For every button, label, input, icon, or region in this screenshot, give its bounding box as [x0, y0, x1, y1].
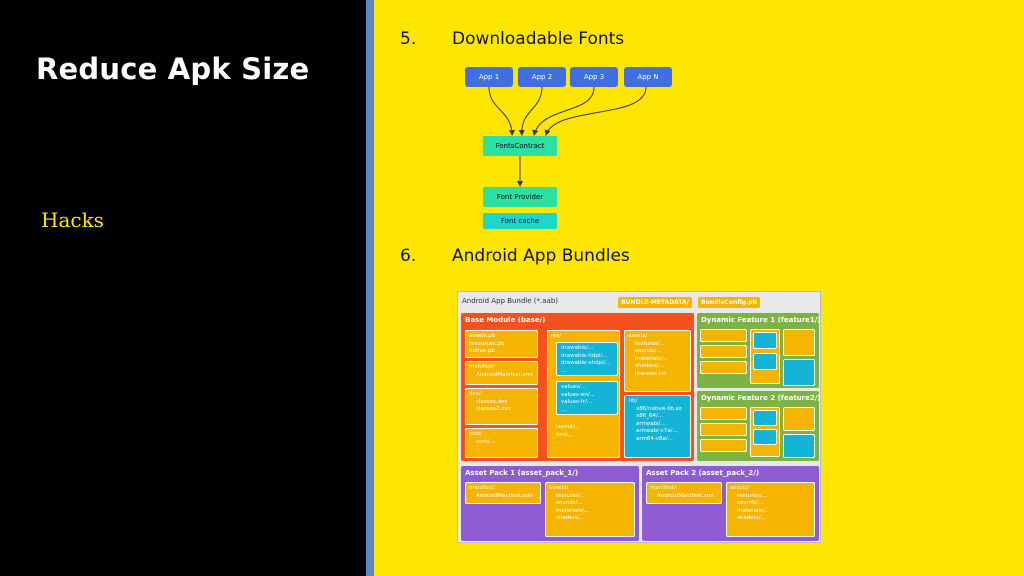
feature-1-box — [783, 329, 815, 356]
base-module-title: Base Module (base/) — [465, 316, 546, 324]
font-cache-box: Font cache — [483, 213, 557, 229]
feature-2-box — [700, 407, 747, 420]
base-manifest: manifest/ AndroidManifest.xml — [465, 361, 538, 385]
base-root: root/ com/... ... — [465, 428, 538, 458]
res-drawables: drawable/... drawable-hdpi/... drawable-… — [556, 342, 618, 376]
feature-1-title: Dynamic Feature 1 (feature1/) — [701, 316, 821, 324]
app-box-n: App N — [624, 67, 672, 87]
bundle-config-tag: BundleConfig.pb — [698, 297, 760, 308]
feature-1-cyan-box — [753, 353, 777, 370]
list-number: 5. — [400, 29, 417, 49]
feature-2-box — [700, 439, 747, 452]
list-label: Downloadable Fonts — [452, 29, 625, 49]
divider-bar — [366, 0, 374, 576]
feature-2-box — [783, 407, 815, 431]
base-dex: dex/ classes.dex classes2.dex — [465, 388, 538, 425]
feature-1-box — [700, 345, 747, 358]
asset-pack-2-title: Asset Pack 2 (asset_pack_2/) — [646, 469, 760, 477]
feature-2-cyan-box — [753, 410, 777, 426]
list-label: Android App Bundles — [452, 246, 630, 266]
app-box-3: App 3 — [570, 67, 618, 87]
base-assets: assets/ textures/... sounds/... material… — [624, 330, 691, 392]
asset-pack-2-manifest: manifest/ AndroidManifest.xml — [646, 482, 722, 504]
base-pb-files: assets.pb resources.pb native.pb — [465, 330, 538, 358]
list-number: 6. — [400, 246, 417, 266]
feature-2-title: Dynamic Feature 2 (feature2/) — [701, 394, 821, 402]
fonts-diagram-arrows — [488, 86, 647, 187]
slide-title: Reduce Apk Size — [36, 52, 310, 86]
arrow-appn — [544, 86, 647, 136]
asset-pack-1-manifest: manifest/ AndroidManifest.xml — [465, 482, 541, 504]
bundle-metadata-tag: BUNDLE-METADATA/ — [618, 297, 692, 308]
res-other: layout/... xml/... ... — [556, 424, 581, 445]
asset-pack-1-title: Asset Pack 1 (asset_pack_1/) — [465, 469, 579, 477]
dynamic-feature-1: Dynamic Feature 1 (feature1/) — [697, 313, 821, 388]
left-panel — [0, 0, 366, 576]
base-lib: lib/ x86/native-lib.so x86_64/... armeab… — [624, 395, 691, 458]
bundle-header: Android App Bundle (*.aab) — [462, 297, 558, 305]
asset-pack-1-assets: assets/ textures/... sounds/... material… — [545, 482, 635, 537]
feature-2-cyan-box — [753, 429, 777, 445]
fonts-diagram: App 1 App 2 App 3 App N FontsContract Fo… — [460, 60, 700, 235]
feature-2-box — [700, 423, 747, 436]
dynamic-feature-2: Dynamic Feature 2 (feature2/) — [697, 391, 821, 461]
feature-1-box — [700, 361, 747, 374]
font-provider-box: Font Provider — [483, 187, 557, 207]
feature-1-box — [700, 329, 747, 342]
bundle-diagram: Android App Bundle (*.aab) BUNDLE-METADA… — [457, 291, 821, 543]
arrow-app3 — [532, 86, 595, 136]
asset-pack-2: Asset Pack 2 (asset_pack_2/) manifest/ A… — [642, 466, 819, 541]
asset-pack-2-assets: assets/ textures/... sounds/... material… — [726, 482, 815, 537]
slide-subtitle: Hacks — [41, 208, 104, 232]
asset-pack-1: Asset Pack 1 (asset_pack_1/) manifest/ A… — [461, 466, 639, 541]
arrow-app1 — [488, 86, 515, 136]
feature-1-cyan-box — [753, 332, 777, 349]
res-values: values/... values-en/... values-fr/... .… — [556, 381, 618, 415]
arrow-app2 — [518, 86, 543, 136]
base-res: res/ drawable/... drawable-hdpi/... draw… — [547, 330, 620, 458]
app-box-2: App 2 — [518, 67, 566, 87]
feature-2-cyan-box — [783, 434, 815, 458]
fonts-contract-box: FontsContract — [483, 136, 557, 156]
base-module: Base Module (base/) assets.pb resources.… — [461, 313, 694, 461]
feature-1-cyan-box — [783, 359, 815, 386]
app-box-1: App 1 — [465, 67, 513, 87]
